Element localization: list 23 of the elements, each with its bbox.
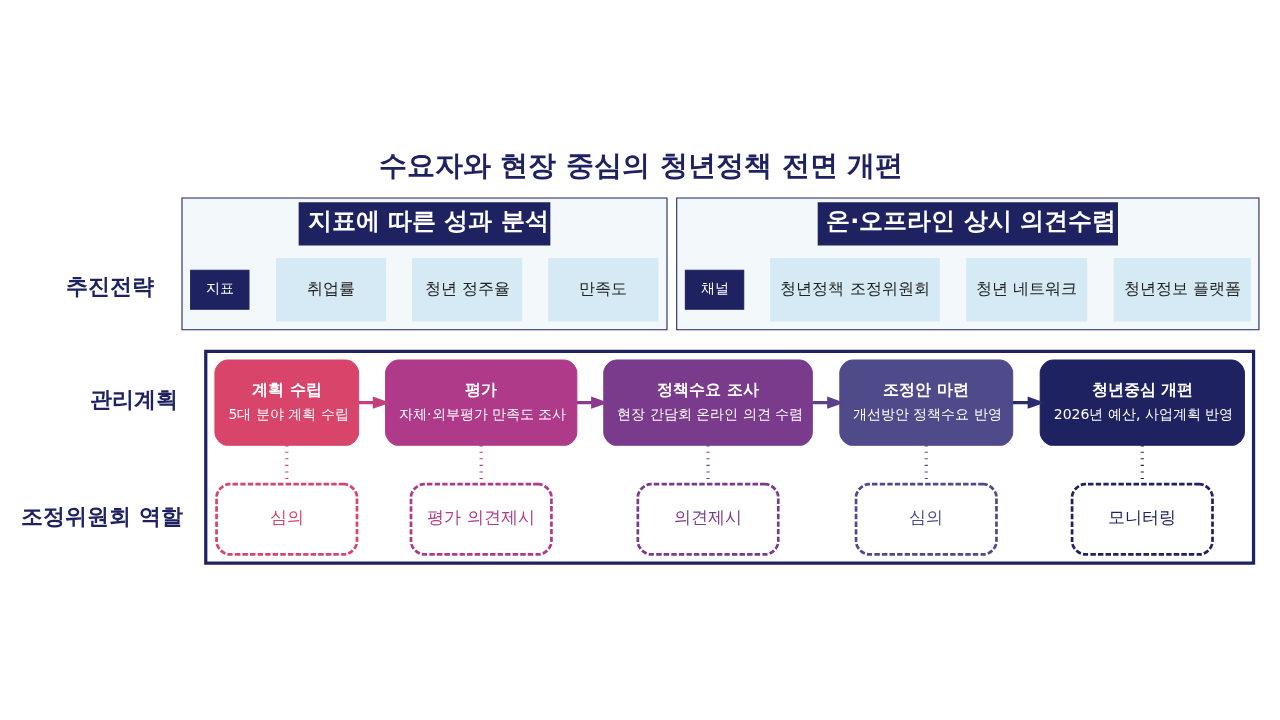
label: 조정위원회 역할 bbox=[21, 503, 183, 529]
node-box: 청년중심 개편 2026년 예산, 사업계획 반영 bbox=[1039, 358, 1245, 446]
node-box: 심의 bbox=[215, 482, 359, 556]
node-box: 계획 수립 5대 분야 계획 수립 bbox=[214, 358, 360, 446]
cluster bbox=[204, 349, 1256, 565]
node-box: 조정안 마련 개선방안 정책수요 반영 bbox=[839, 358, 1014, 446]
node-box: 평가 의견제시 bbox=[409, 482, 553, 556]
node-box: 모니터링 bbox=[1070, 482, 1214, 556]
label: 추진전략 bbox=[66, 273, 155, 299]
node-box: 취업률 bbox=[275, 257, 387, 322]
node-box: 심의 bbox=[854, 482, 998, 556]
node-box: 청년 정주율 bbox=[412, 257, 523, 322]
node-box: 의견제시 bbox=[636, 482, 780, 556]
node-box: 정책수요 조사 현장 간담회 온라인 의견 수렴 bbox=[603, 358, 813, 446]
diagram-title: 수요자와 현장 중심의 청년정책 전면 개편 bbox=[378, 148, 904, 182]
label: 관리계획 bbox=[90, 386, 179, 412]
node-box: 채널 bbox=[684, 269, 745, 310]
node-box: 청년정책 조정위원회 bbox=[770, 257, 940, 322]
node-box: 지표 bbox=[190, 269, 250, 310]
node-box: 청년정보 플랫폼 bbox=[1113, 257, 1251, 322]
node-box: 청년 네트워크 bbox=[966, 257, 1088, 322]
node-box: 평가 자체·외부평가 만족도 조사 bbox=[385, 358, 578, 446]
node-box: 만족도 bbox=[548, 257, 659, 322]
